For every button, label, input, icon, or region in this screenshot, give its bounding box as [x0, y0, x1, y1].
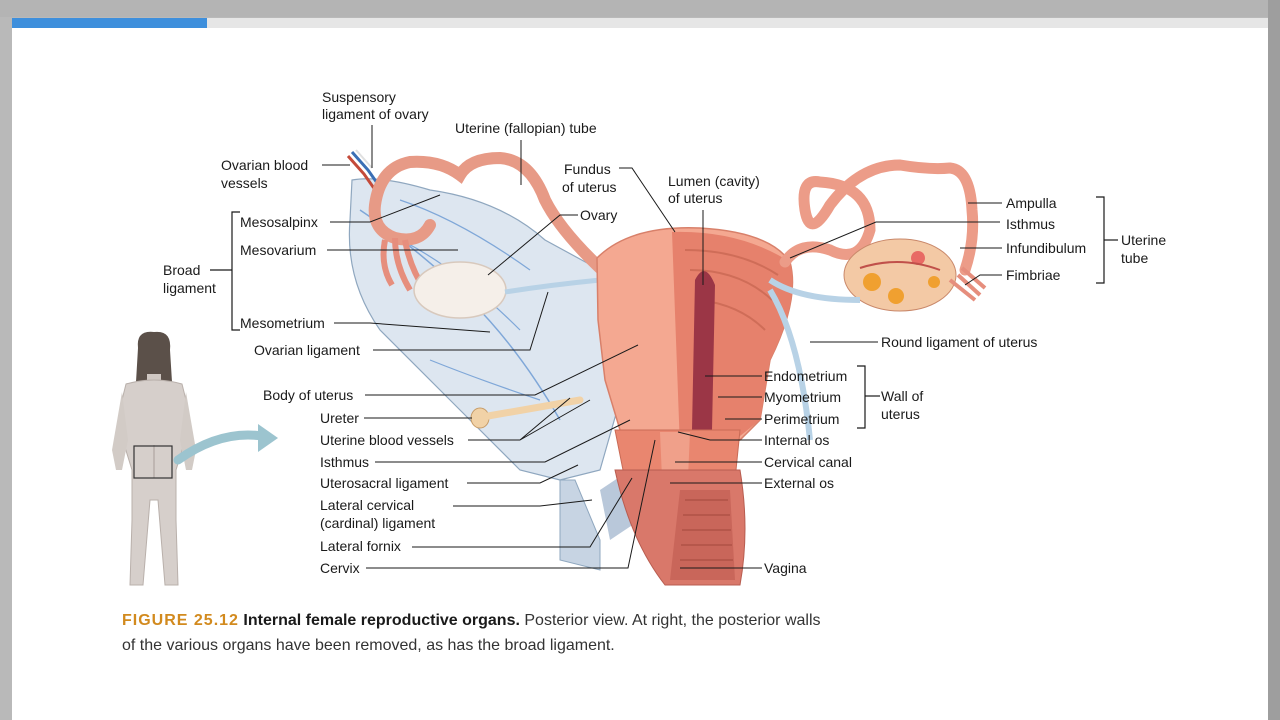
- scrollbar-gutter[interactable]: [1268, 0, 1280, 720]
- label-uterine-tube-group: Uterine: [1121, 232, 1166, 248]
- ovarian-ligament: [504, 277, 601, 295]
- label-round-ligament: Round ligament of uterus: [881, 334, 1037, 350]
- progress-track: [12, 18, 1268, 28]
- label-fundus-2: of uterus: [562, 179, 616, 195]
- label-lumen-2: of uterus: [668, 190, 722, 206]
- label-suspensory-ligament-2: ligament of ovary: [322, 106, 429, 122]
- label-cervical-canal: Cervical canal: [764, 454, 852, 470]
- label-ureter: Ureter: [320, 410, 359, 426]
- label-internal-os: Internal os: [764, 432, 829, 448]
- figure-title: Internal female reproductive organs.: [243, 612, 520, 629]
- brackets: [210, 196, 1118, 429]
- label-external-os: External os: [764, 475, 834, 491]
- label-fimbriae: Fimbriae: [1006, 267, 1061, 283]
- label-uterine-tube-top: Uterine (fallopian) tube: [455, 120, 597, 136]
- label-endometrium: Endometrium: [764, 368, 847, 384]
- label-myometrium: Myometrium: [764, 389, 841, 405]
- viewer-top-bar: [0, 0, 1280, 17]
- label-isthmus-right: Isthmus: [1006, 216, 1055, 232]
- label-isthmus-left: Isthmus: [320, 454, 369, 470]
- figure-caption-text: Posterior view. At right, the posterior …: [122, 612, 821, 654]
- label-fundus: Fundus: [564, 161, 611, 177]
- label-wall-of-uterus: Wall of: [881, 388, 923, 404]
- label-ovary: Ovary: [580, 207, 617, 223]
- progress-fill: [12, 18, 207, 28]
- label-ovarian-blood-vessels-2: vessels: [221, 175, 268, 191]
- label-lateral-cervical: Lateral cervical: [320, 497, 414, 513]
- labels: Suspensory ligament of ovary Uterine (fa…: [163, 89, 1166, 576]
- label-mesovarium: Mesovarium: [240, 242, 316, 258]
- figure-caption: FIGURE 25.12 Internal female reproductiv…: [122, 608, 822, 658]
- left-ovary: [413, 261, 507, 319]
- label-uterine-blood-vessels: Uterine blood vessels: [320, 432, 454, 448]
- label-lateral-cervical-2: (cardinal) ligament: [320, 515, 435, 531]
- label-wall-of-uterus-2: uterus: [881, 406, 920, 422]
- label-ovarian-ligament: Ovarian ligament: [254, 342, 360, 358]
- label-broad-ligament-2: ligament: [163, 280, 216, 296]
- figure-number: FIGURE 25.12: [122, 612, 239, 629]
- left-uterine-tube: [368, 151, 606, 274]
- leader-lines: [322, 125, 1002, 569]
- label-cervix: Cervix: [320, 560, 360, 576]
- label-infundibulum: Infundibulum: [1006, 240, 1086, 256]
- body-silhouette-inset: [112, 331, 278, 586]
- label-mesometrium: Mesometrium: [240, 315, 325, 331]
- label-perimetrium: Perimetrium: [764, 411, 839, 427]
- label-mesosalpinx: Mesosalpinx: [240, 214, 318, 230]
- label-uterosacral-ligament: Uterosacral ligament: [320, 475, 448, 491]
- label-uterine-tube-group-2: tube: [1121, 250, 1148, 266]
- right-ovary-cut: [843, 238, 957, 312]
- uterus-illustration: [596, 227, 794, 586]
- label-broad-ligament: Broad: [163, 262, 200, 278]
- round-ligament-lower: [767, 288, 813, 441]
- label-ovarian-blood-vessels: Ovarian blood: [221, 157, 308, 173]
- label-ampulla: Ampulla: [1006, 195, 1057, 211]
- round-ligament-right: [768, 277, 861, 303]
- right-fimbriae: [948, 266, 987, 302]
- label-lumen: Lumen (cavity): [668, 173, 760, 189]
- label-body-of-uterus: Body of uterus: [263, 387, 353, 403]
- label-suspensory-ligament: Suspensory: [322, 89, 396, 105]
- right-uterine-tube: [779, 159, 979, 276]
- label-lateral-fornix: Lateral fornix: [320, 538, 401, 554]
- label-vagina: Vagina: [764, 560, 807, 576]
